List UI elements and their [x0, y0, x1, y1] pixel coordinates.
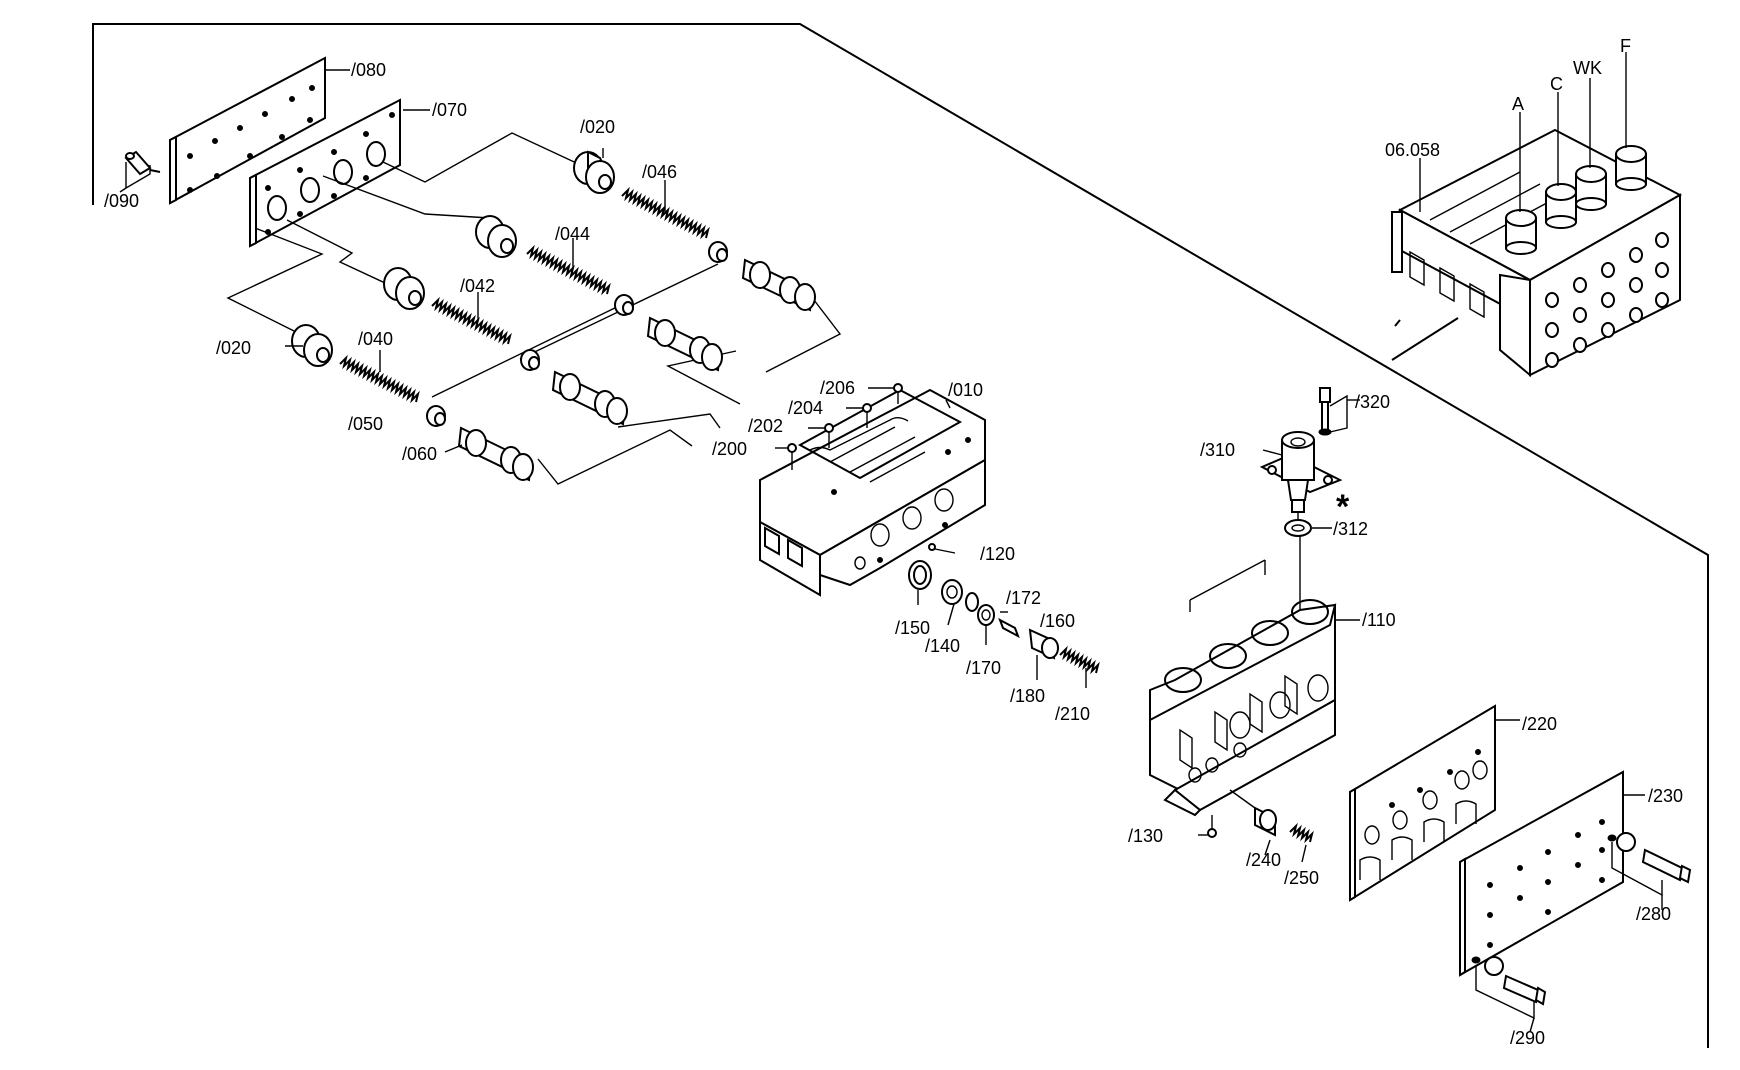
label-130: /130 [1128, 826, 1163, 846]
label-star: * [1336, 488, 1350, 526]
label-310: /310 [1200, 440, 1235, 460]
label-240: /240 [1246, 850, 1281, 870]
label-170: /170 [966, 658, 1001, 678]
small-parts [908, 560, 1100, 688]
label-320: /320 [1355, 392, 1390, 412]
label-120: /120 [980, 544, 1015, 564]
frame-lines [92, 23, 1709, 1048]
label-230: /230 [1648, 786, 1683, 806]
label-assembly: 06.058 [1385, 140, 1440, 160]
valve-housing-110 [1149, 535, 1360, 817]
label-040: /040 [358, 329, 393, 349]
spring-042 [431, 292, 512, 346]
part-labels: /080 /070 /090 /020 /046 /044 /042 /020 … [104, 36, 1683, 1048]
label-200: /200 [712, 439, 747, 459]
label-042: /042 [460, 276, 495, 296]
seal-312 [1284, 512, 1332, 537]
solenoid-A [1505, 209, 1537, 255]
screw-090 [119, 150, 161, 193]
spring-044 [526, 238, 611, 296]
piston-020-a [573, 148, 615, 194]
label-020-top: /020 [580, 117, 615, 137]
label-110: /110 [1362, 610, 1396, 630]
piston-3 [475, 215, 517, 258]
solenoid-C [1545, 183, 1577, 229]
pin-120 [928, 543, 956, 554]
spool-060 [444, 426, 534, 482]
label-020-left: /020 [216, 338, 251, 358]
label-210: /210 [1055, 704, 1090, 724]
gasket-plate-220 [1349, 704, 1520, 902]
label-204: /204 [788, 398, 823, 418]
label-180: /180 [1010, 686, 1045, 706]
label-206: /206 [820, 378, 855, 398]
spool-1 [741, 258, 816, 312]
gasket-plate-070 [249, 98, 430, 248]
label-F: F [1620, 36, 1631, 56]
label-150: /150 [895, 618, 930, 638]
label-044: /044 [555, 224, 590, 244]
label-046: /046 [642, 162, 677, 182]
pin-130 [1198, 815, 1217, 838]
parts-240-250 [1229, 789, 1314, 863]
label-250: /250 [1284, 868, 1319, 888]
label-060: /060 [402, 444, 437, 464]
label-312: /312 [1333, 519, 1368, 539]
bolt-280 [1607, 832, 1692, 910]
pins-200-206 [775, 383, 903, 470]
retainer-rings-050 [426, 241, 728, 427]
label-070: /070 [432, 100, 467, 120]
label-010: /010 [948, 380, 983, 400]
label-C: C [1550, 74, 1563, 94]
screw-320 [1318, 387, 1360, 436]
label-202: /202 [748, 416, 783, 436]
spool-2 [646, 316, 723, 372]
label-140: /140 [925, 636, 960, 656]
spool-3 [551, 370, 628, 426]
cover-plate-230 [1459, 770, 1645, 977]
label-050: /050 [348, 414, 383, 434]
spring-046 [621, 180, 710, 240]
label-160: /160 [1040, 611, 1075, 631]
label-172: /172 [1006, 588, 1041, 608]
pressure-regulator-310 [1259, 431, 1343, 513]
label-WK: WK [1573, 58, 1602, 78]
solenoid-F [1615, 145, 1647, 191]
assembly-06058 [1391, 52, 1683, 378]
label-280: /280 [1636, 904, 1671, 924]
valve-body-010 [759, 388, 986, 597]
label-290: /290 [1510, 1028, 1545, 1048]
label-080: /080 [351, 60, 386, 80]
label-A: A [1512, 94, 1524, 114]
solenoid-WK [1575, 165, 1607, 211]
cover-plate-080 [169, 56, 350, 205]
piston-4 [383, 267, 425, 310]
bolt-290 [1471, 956, 1547, 1033]
label-090: /090 [104, 191, 139, 211]
label-220: /220 [1522, 714, 1557, 734]
piston-020-b [285, 324, 333, 367]
spring-040 [339, 350, 420, 404]
